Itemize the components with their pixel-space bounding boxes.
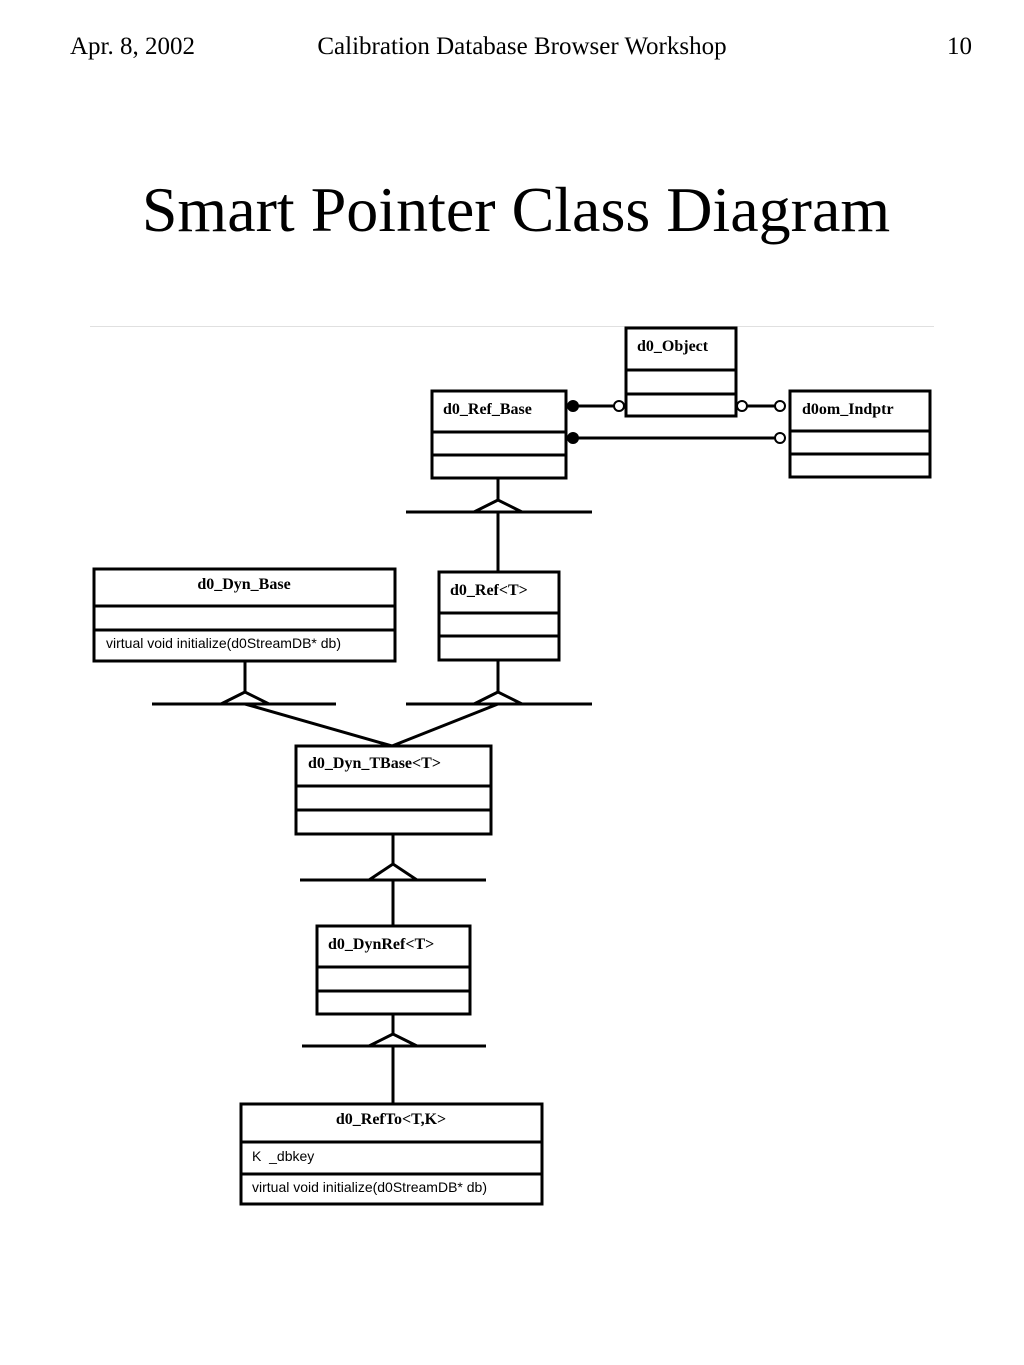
class-name: d0_Dyn_TBase<T> <box>308 755 441 772</box>
class-name: d0_Dyn_Base <box>197 576 290 593</box>
inheritance-ref-refbase <box>406 478 592 572</box>
slide-title: Smart Pointer Class Diagram <box>141 174 891 245</box>
inheritance-dyntbase-dynbase <box>152 662 393 748</box>
class-d0-dynref <box>315 924 472 1016</box>
class-operation: virtual void initialize(d0StreamDB* db) <box>106 635 341 651</box>
class-d0-dyn-base <box>92 567 397 663</box>
class-d0-object <box>624 326 738 418</box>
class-d0om-indptr <box>788 389 932 479</box>
generalization-triangle-icon <box>368 1032 418 1048</box>
generalization-triangle-icon <box>220 690 270 706</box>
hollow-end-icon <box>613 400 625 412</box>
class-name: d0_Ref_Base <box>443 401 532 418</box>
generalization-triangle-icon <box>473 498 523 514</box>
association-refbase-object <box>566 400 625 412</box>
class-name: d0_RefTo<T,K> <box>336 1111 446 1128</box>
class-name: d0om_Indptr <box>802 401 894 418</box>
generalization-triangle-icon <box>473 690 523 706</box>
divider <box>90 326 934 327</box>
class-d0-ref-t <box>437 570 561 662</box>
class-d0-dyn-tbase <box>294 744 493 836</box>
header-date: Apr. 8, 2002 <box>70 33 195 60</box>
hollow-end-icon <box>774 432 786 444</box>
class-attribute: K _dbkey <box>252 1148 314 1164</box>
filled-end-icon <box>567 400 579 412</box>
hollow-end-icon <box>736 400 748 412</box>
inheritance-dynref-dyntbase <box>300 834 486 926</box>
class-name: d0_Object <box>637 338 709 355</box>
generalization-triangle-icon <box>364 862 422 882</box>
page-number: 10 <box>947 33 972 60</box>
hollow-end-icon <box>774 400 786 412</box>
header-title: Calibration Database Browser Workshop <box>317 33 727 60</box>
association-object-indptr <box>736 400 786 412</box>
filled-end-icon <box>567 432 579 444</box>
class-name: d0_Ref<T> <box>450 582 528 599</box>
class-d0-refto <box>239 1102 544 1206</box>
class-operation: virtual void initialize(d0StreamDB* db) <box>252 1179 487 1195</box>
inheritance-refto-dynref <box>302 1014 486 1104</box>
association-refbase-indptr <box>566 432 786 444</box>
inheritance-dyntbase-ref <box>391 660 592 748</box>
class-d0-ref-base <box>430 389 568 480</box>
class-name: d0_DynRef<T> <box>328 936 434 953</box>
